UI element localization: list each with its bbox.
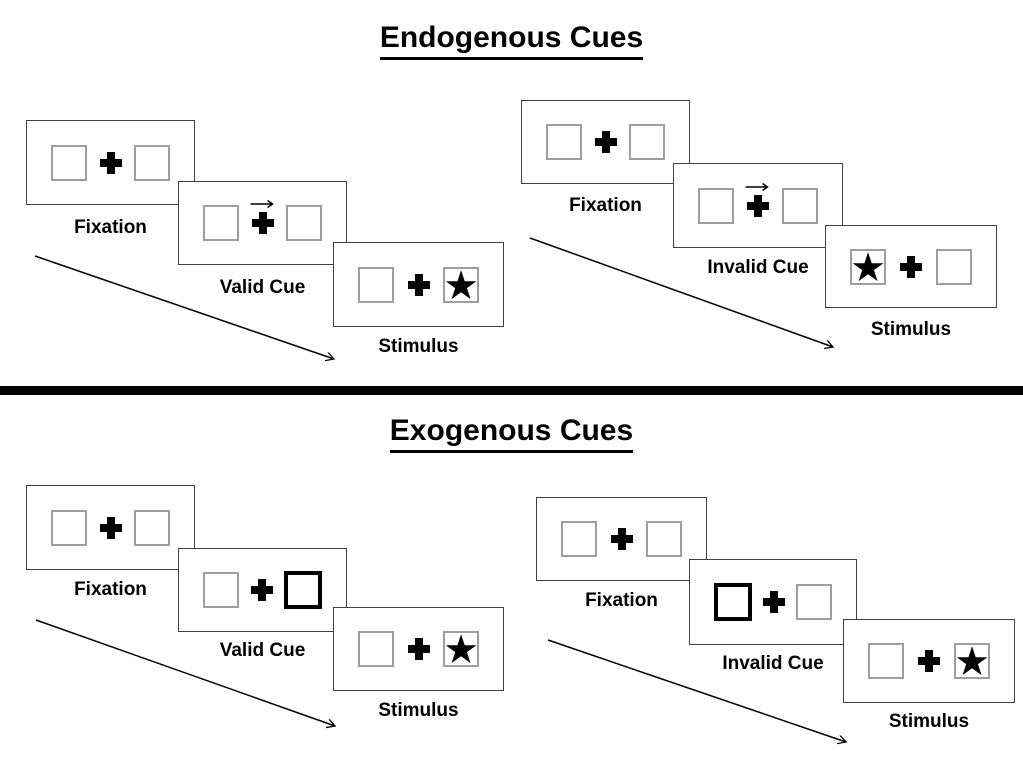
valid-cue-panel: [178, 181, 347, 265]
placeholder-box: [561, 521, 597, 557]
target-box: ★: [443, 627, 479, 673]
panel-label: Fixation: [74, 217, 147, 238]
target-box: ★: [443, 262, 479, 309]
placeholder-box: [203, 205, 239, 241]
star-icon: ★: [443, 627, 479, 673]
panel-label: Stimulus: [870, 319, 952, 340]
fixation-cross-icon: [99, 151, 122, 174]
target-box: ★: [850, 244, 886, 291]
star-icon: ★: [954, 639, 990, 685]
placeholder-box: [134, 144, 170, 181]
section-title-text: Exogenous Cues: [389, 414, 634, 453]
valid-cue-panel: [178, 548, 347, 632]
placeholder-box: [698, 187, 734, 224]
panel-label: Stimulus: [378, 336, 459, 357]
fixation-cross-icon: [747, 194, 769, 217]
panel-label: Invalid Cue: [722, 653, 824, 674]
cue-arrow-icon: [745, 182, 769, 191]
timeline-arrow: [34, 255, 334, 359]
placeholder-box: [629, 124, 665, 160]
cue-highlight-box: [714, 583, 752, 621]
placeholder-box: [134, 509, 170, 546]
placeholder-box: [358, 631, 394, 667]
fixation-cross-icon: [407, 638, 430, 660]
panel-label: Valid Cue: [219, 640, 306, 661]
placeholder-box: [51, 144, 87, 181]
panel-label: Stimulus: [378, 700, 459, 721]
star-icon: ★: [443, 262, 479, 309]
placeholder-box: [782, 187, 818, 224]
timeline-arrow: [529, 237, 833, 347]
placeholder-box: [358, 266, 394, 303]
panel-label: Invalid Cue: [707, 257, 809, 278]
panel-label: Fixation: [569, 195, 642, 216]
panel-label: Valid Cue: [219, 277, 306, 298]
panel-label: Fixation: [585, 590, 658, 611]
stimulus-panel: ★: [333, 242, 504, 327]
placeholder-box: [868, 643, 904, 679]
cue-highlight-box: [284, 571, 322, 609]
fixation-cross-icon: [900, 255, 922, 278]
cue-arrow-icon: [250, 199, 274, 209]
section-title-endogenous: Endogenous Cues: [0, 21, 1023, 60]
fixation-panel: [26, 485, 195, 570]
placeholder-box: [646, 521, 682, 557]
stimulus-panel: ★: [843, 619, 1015, 703]
section-divider: [0, 386, 1023, 395]
stimulus-panel: ★: [825, 225, 997, 308]
fixation-cross-icon: [594, 131, 617, 153]
placeholder-box: [203, 572, 239, 608]
stimulus-panel: ★: [333, 607, 504, 691]
placeholder-box: [286, 205, 322, 241]
fixation-panel: [26, 120, 195, 205]
placeholder-box: [796, 584, 832, 620]
placeholder-box: [936, 248, 972, 285]
fixation-cross-icon: [610, 528, 633, 550]
panel-label: Fixation: [74, 579, 147, 600]
fixation-cross-icon: [763, 591, 785, 613]
placeholder-box: [546, 124, 582, 160]
star-icon: ★: [850, 244, 886, 291]
fixation-panel: [536, 497, 707, 581]
section-title-text: Endogenous Cues: [379, 21, 644, 60]
fixation-panel: [521, 100, 690, 184]
invalid-cue-panel: [673, 163, 843, 248]
panel-label: Stimulus: [888, 711, 970, 732]
placeholder-box: [51, 509, 87, 546]
fixation-cross-icon: [407, 273, 430, 296]
section-title-exogenous: Exogenous Cues: [0, 414, 1023, 453]
fixation-cross-icon: [918, 650, 940, 672]
target-box: ★: [954, 639, 990, 685]
fixation-cross-icon: [99, 516, 122, 539]
invalid-cue-panel: [689, 559, 857, 645]
fixation-cross-icon: [250, 579, 273, 601]
timeline-arrow: [547, 639, 846, 742]
timeline-arrow: [35, 619, 335, 726]
fixation-cross-icon: [251, 212, 274, 234]
